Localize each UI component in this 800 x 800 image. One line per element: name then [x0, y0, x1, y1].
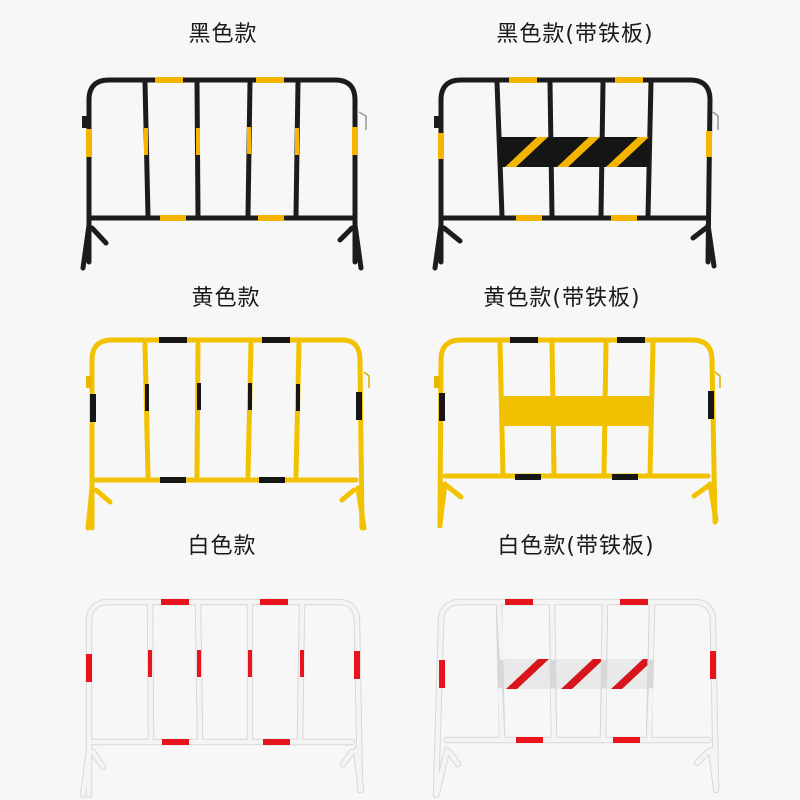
plate-yellow [500, 396, 653, 426]
title-yellow-plate: 黄色款(带铁板) [483, 286, 641, 311]
barrier-white-plate [432, 598, 720, 799]
barrier-black-plate [432, 77, 719, 271]
barrier-yellow-plate [434, 337, 721, 529]
title-yellow: 黄色款 [191, 286, 261, 311]
title-black: 黑色款 [188, 22, 258, 47]
title-black-plate: 黑色款(带铁板) [496, 22, 654, 47]
title-white-plate: 白色款(带铁板) [497, 534, 655, 559]
barrier-yellow [85, 337, 370, 531]
title-white: 白色款 [187, 534, 257, 559]
barrier-black [80, 77, 367, 271]
barrier-white [79, 598, 365, 799]
